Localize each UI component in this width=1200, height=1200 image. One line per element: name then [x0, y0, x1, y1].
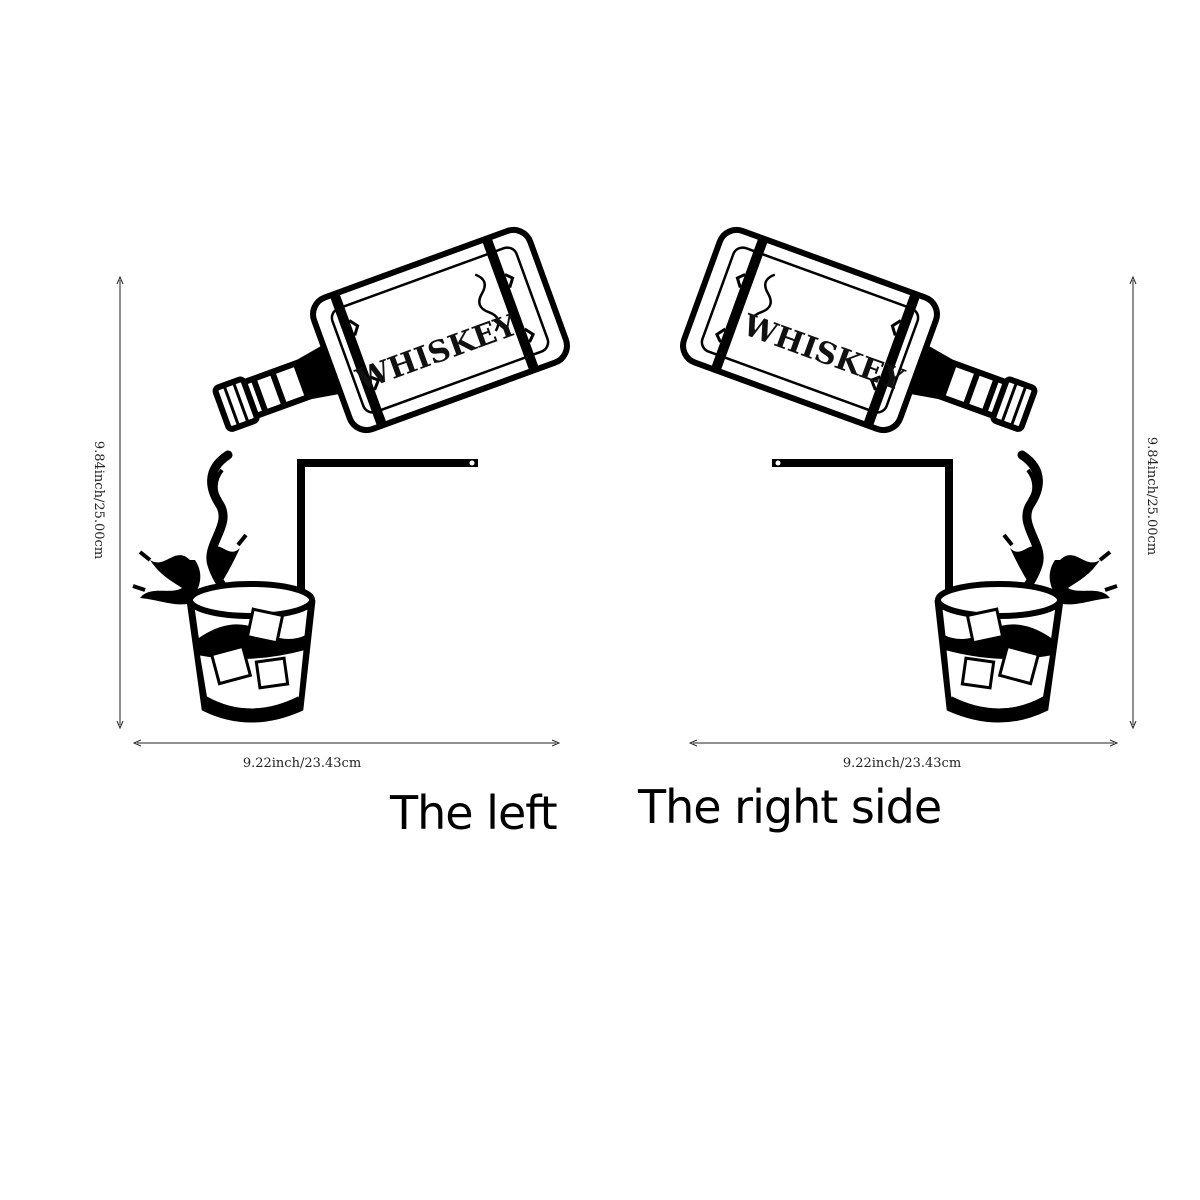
left-height-dimension-label: 9.84inch/25.00cm — [91, 441, 106, 559]
right-height-dimension-label: 9.84inch/25.00cm — [1144, 437, 1159, 555]
left-caption: The left — [390, 786, 558, 840]
left-shelf-illustration — [133, 225, 572, 719]
right-width-dimension-label: 9.22inch/23.43cm — [843, 756, 961, 771]
right-caption: The right side — [638, 780, 942, 834]
left-width-dimension-label: 9.22inch/23.43cm — [243, 756, 361, 771]
right-shelf-illustration — [678, 225, 1117, 719]
